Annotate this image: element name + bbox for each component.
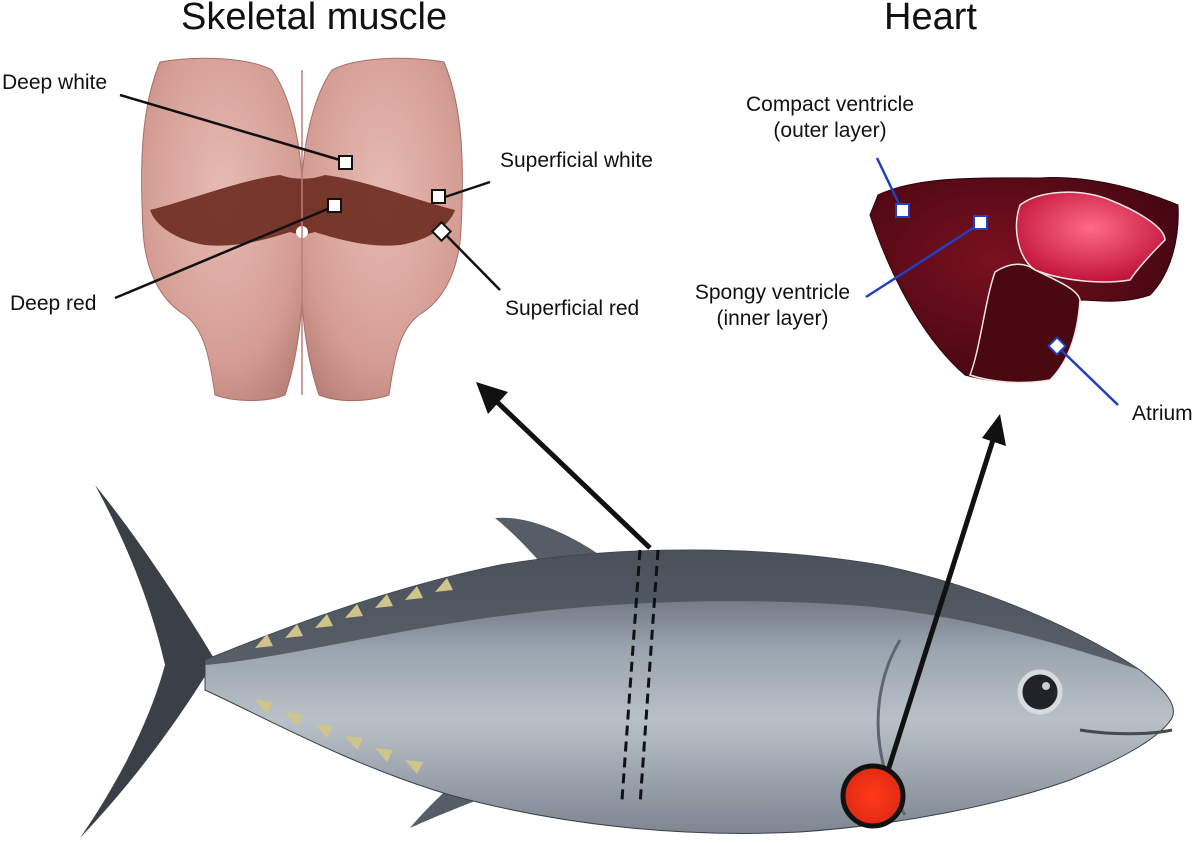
marker-deep-red — [327, 198, 342, 213]
leader-superficial-white — [444, 180, 491, 199]
tuna-eye-highlight — [1042, 682, 1050, 690]
arrow-to-heart-head — [982, 414, 1006, 446]
marker-atrium — [1047, 336, 1067, 356]
label-spongy-ventricle: Spongy ventricle (inner layer) — [680, 280, 865, 332]
label-deep-red: Deep red — [10, 292, 97, 315]
muscle-leader-lines — [114, 93, 501, 300]
tuna-finlets-bottom — [255, 700, 423, 774]
leader-spongy-ventricle — [865, 223, 979, 299]
leader-deep-red — [114, 206, 331, 300]
marker-superficial-red — [430, 220, 453, 243]
leader-compact-ventricle — [875, 157, 903, 209]
skeletal-muscle-title: Skeletal muscle — [181, 0, 448, 38]
tuna-eye — [1017, 669, 1063, 715]
muscle-section-lines — [620, 549, 660, 806]
heart-illustration — [869, 177, 1179, 384]
section-line-right — [638, 549, 660, 806]
pointer-arrows — [476, 382, 1006, 781]
marker-spongy-ventricle — [973, 215, 988, 230]
label-compact-ventricle-line1: Compact ventricle — [745, 93, 915, 116]
arrow-to-heart-shaft — [882, 439, 996, 781]
muscle-sample-markers — [327, 155, 453, 243]
label-deep-white: Deep white — [2, 71, 108, 94]
marker-superficial-white — [431, 189, 446, 204]
heart-title: Heart — [884, 0, 977, 38]
label-atrium: Atrium — [1132, 402, 1193, 425]
muscle-cross-section — [141, 57, 463, 402]
leader-superficial-red — [444, 233, 501, 291]
marker-deep-white — [338, 155, 353, 170]
label-spongy-ventricle-line1: Spongy ventricle — [694, 281, 851, 304]
heart-sample-markers — [895, 203, 1067, 356]
tuna-fish — [80, 485, 1174, 838]
label-compact-ventricle-line2: (outer layer) — [773, 119, 887, 142]
arrow-to-muscle-head — [476, 382, 508, 414]
marker-compact-ventricle — [895, 203, 910, 218]
heart-leader-lines — [865, 157, 1119, 406]
tuna-caudal-fin — [80, 485, 215, 838]
label-superficial-red: Superficial red — [505, 297, 640, 320]
section-line-left — [620, 549, 642, 801]
tuna-finlets-top — [255, 578, 453, 648]
tuna-mouth — [1079, 728, 1173, 736]
arrow-to-muscle-shaft — [493, 398, 652, 550]
label-compact-ventricle: Compact ventricle (outer layer) — [730, 92, 930, 144]
heart-location-marker — [840, 763, 906, 829]
tuna-back — [205, 550, 1140, 670]
heart-atrium — [969, 263, 1081, 384]
leader-atrium — [1057, 346, 1119, 406]
leader-deep-white — [119, 93, 341, 162]
label-superficial-white: Superficial white — [500, 149, 653, 172]
label-spongy-ventricle-line2: (inner layer) — [716, 307, 829, 330]
